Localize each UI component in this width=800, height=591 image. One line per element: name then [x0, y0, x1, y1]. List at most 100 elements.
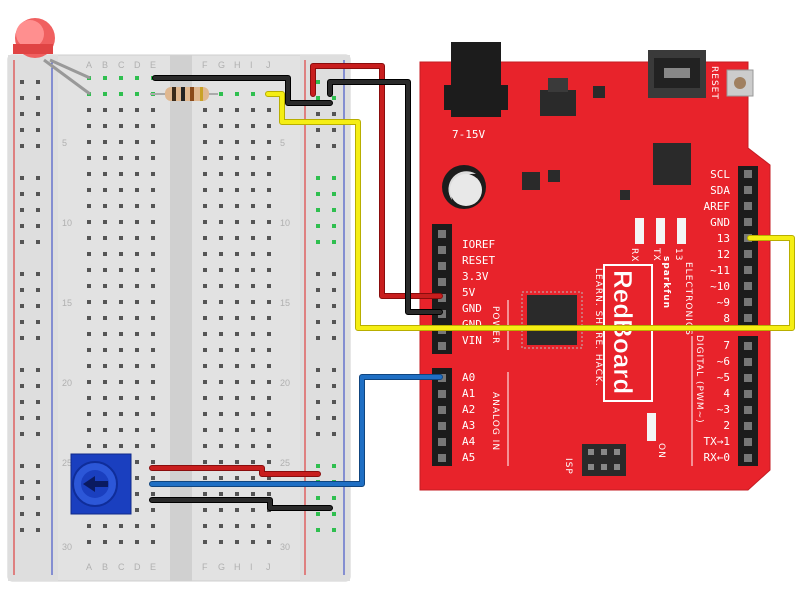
pin-label: IOREF — [462, 238, 495, 251]
breadboard-hole — [267, 540, 271, 544]
breadboard-hole — [119, 364, 123, 368]
rail-hole — [332, 128, 336, 132]
breadboard-hole — [267, 204, 271, 208]
breadboard-hole — [151, 140, 155, 144]
microcontroller — [527, 295, 577, 345]
breadboard-hole — [135, 460, 139, 464]
breadboard-hole — [203, 476, 207, 480]
breadboard-hole — [151, 364, 155, 368]
breadboard-hole — [135, 76, 139, 80]
rail-hole — [36, 208, 40, 212]
breadboard-hole — [119, 540, 123, 544]
breadboard-hole — [219, 204, 223, 208]
breadboard-hole — [119, 300, 123, 304]
breadboard-hole — [235, 188, 239, 192]
rail-hole — [20, 368, 24, 372]
header-pin — [744, 218, 752, 226]
pin-label: VIN — [462, 334, 482, 347]
rail-hole — [36, 128, 40, 132]
breadboard-column-label: D — [134, 562, 141, 572]
rail-hole — [20, 80, 24, 84]
breadboard-hole — [151, 124, 155, 128]
redboard-logo-box — [603, 264, 653, 402]
breadboard-hole — [151, 316, 155, 320]
rail-hole — [36, 192, 40, 196]
rail-hole — [316, 192, 320, 196]
breadboard-hole — [203, 492, 207, 496]
led — [13, 18, 91, 96]
svg-text:ELECTRONICS: ELECTRONICS — [683, 262, 693, 336]
breadboard-hole — [135, 188, 139, 192]
breadboard-hole — [219, 508, 223, 512]
breadboard-row-label: 10 — [62, 218, 72, 228]
rail-hole — [316, 176, 320, 180]
breadboard-hole — [135, 380, 139, 384]
breadboard-hole — [251, 396, 255, 400]
breadboard-hole — [203, 396, 207, 400]
rail-hole — [36, 272, 40, 276]
breadboard-holes — [20, 76, 336, 544]
breadboard-hole — [135, 492, 139, 496]
rail-hole — [36, 384, 40, 388]
breadboard-hole — [135, 476, 139, 480]
breadboard-column-label: E — [150, 562, 156, 572]
rail-hole — [316, 336, 320, 340]
breadboard-hole — [251, 188, 255, 192]
breadboard-hole — [103, 172, 107, 176]
breadboard-hole — [103, 364, 107, 368]
breadboard-hole — [135, 412, 139, 416]
rail-hole — [316, 272, 320, 276]
header-pin — [744, 454, 752, 462]
breadboard-hole — [267, 108, 271, 112]
breadboard-hole — [251, 204, 255, 208]
rail-hole — [316, 528, 320, 532]
breadboard-hole — [103, 76, 107, 80]
breadboard-hole — [151, 396, 155, 400]
breadboard-hole — [219, 492, 223, 496]
breadboard-hole — [251, 108, 255, 112]
breadboard-hole — [151, 524, 155, 528]
breadboard-hole — [119, 140, 123, 144]
breadboard-hole — [87, 540, 91, 544]
breadboard-hole — [135, 156, 139, 160]
breadboard-hole — [119, 156, 123, 160]
rail-hole — [20, 176, 24, 180]
breadboard-column-label: C — [118, 60, 125, 70]
breadboard-hole — [203, 524, 207, 528]
breadboard-hole — [135, 316, 139, 320]
rail-hole — [316, 96, 320, 100]
breadboard-hole — [267, 252, 271, 256]
breadboard-hole — [251, 252, 255, 256]
breadboard-hole — [251, 492, 255, 496]
breadboard-hole — [235, 284, 239, 288]
breadboard-hole — [103, 284, 107, 288]
pin-label: A0 — [462, 371, 475, 384]
header-pin — [744, 406, 752, 414]
pin-label: A5 — [462, 451, 475, 464]
breadboard-hole — [151, 428, 155, 432]
breadboard-hole — [219, 540, 223, 544]
breadboard-hole — [103, 92, 107, 96]
breadboard-hole — [219, 108, 223, 112]
breadboard-hole — [151, 444, 155, 448]
rail-hole — [332, 464, 336, 468]
rail-hole — [332, 304, 336, 308]
rail-hole — [332, 336, 336, 340]
breadboard-hole — [251, 348, 255, 352]
breadboard-column-label: E — [150, 60, 156, 70]
breadboard-hole — [135, 172, 139, 176]
rail-hole — [20, 208, 24, 212]
rail-hole — [36, 512, 40, 516]
rail-hole — [332, 384, 336, 388]
potentiometer — [70, 453, 132, 515]
header-pin — [744, 298, 752, 306]
breadboard-hole — [119, 332, 123, 336]
breadboard-hole — [203, 444, 207, 448]
breadboard-hole — [267, 412, 271, 416]
breadboard-hole — [219, 220, 223, 224]
rail-hole — [316, 128, 320, 132]
breadboard-hole — [251, 332, 255, 336]
breadboard-hole — [135, 252, 139, 256]
header-pin — [744, 186, 752, 194]
